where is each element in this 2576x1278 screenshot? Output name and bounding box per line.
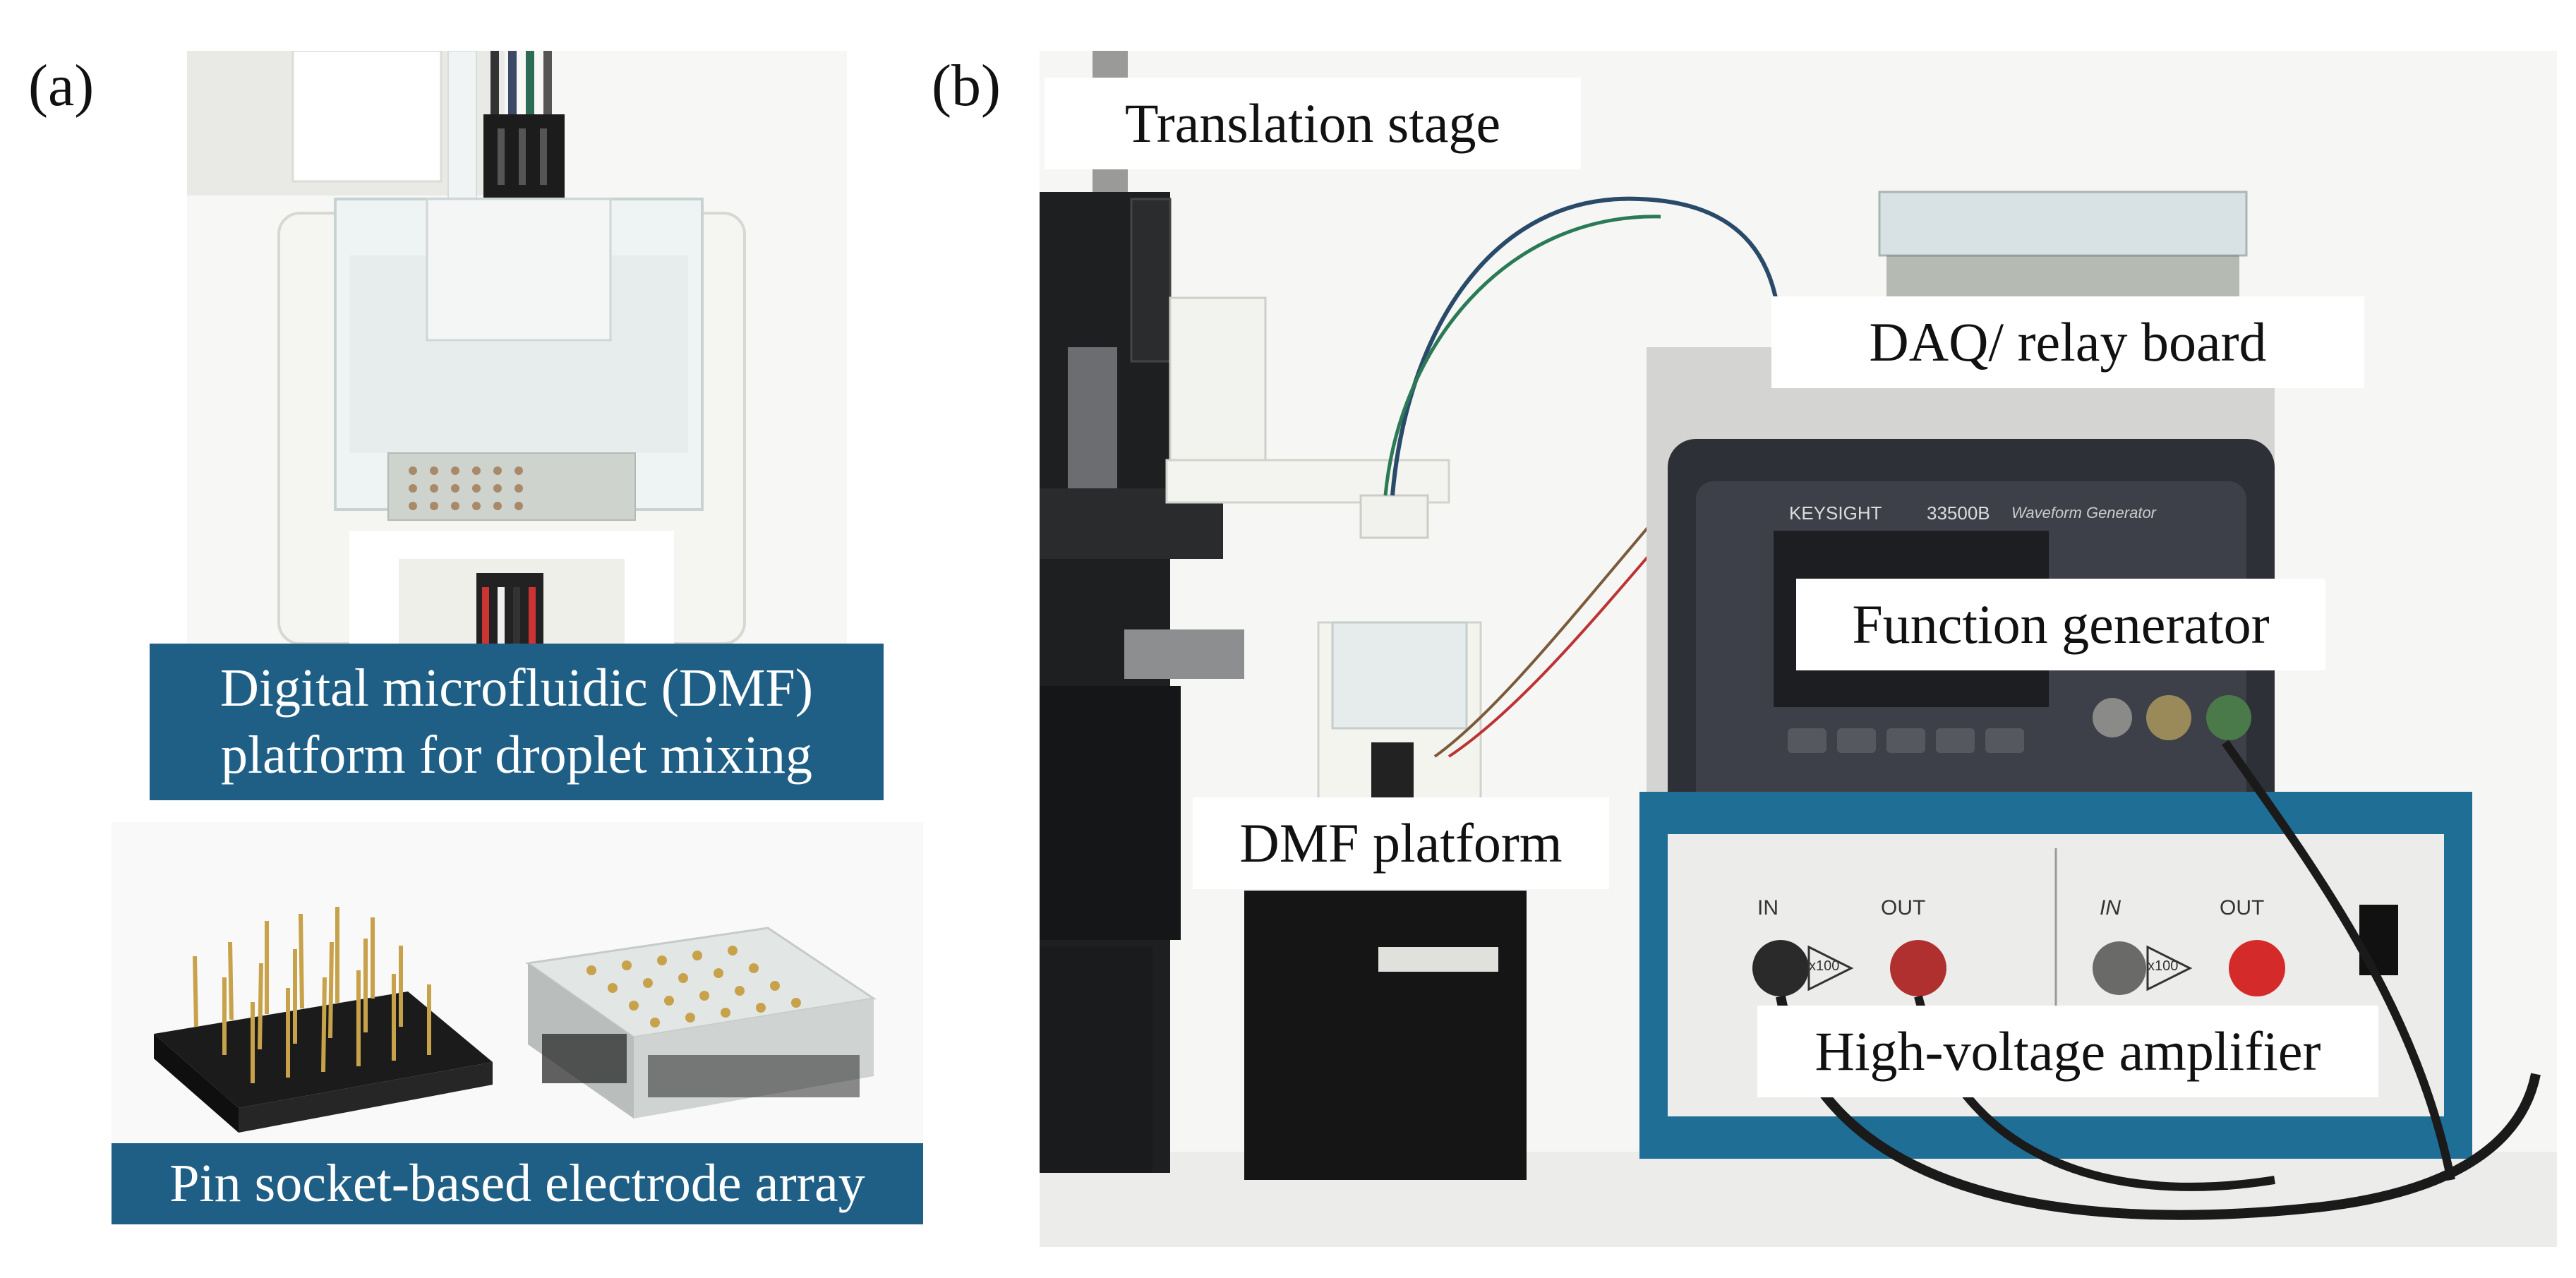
amp-gain-right-text: x100 <box>2148 958 2179 974</box>
electrode-array-caption: Pin socket-based electrode array <box>112 1143 923 1224</box>
amp-in-right-text: IN <box>2100 896 2121 920</box>
amp-in-left-text: IN <box>1757 896 1778 920</box>
label-daq-relay-board: DAQ/ relay board <box>1771 296 2364 388</box>
dmf-caption-line1: Digital microfluidic (DMF) <box>219 658 814 718</box>
label-dmf-platform: DMF platform <box>1193 797 1609 889</box>
generator-brand-text: KEYSIGHT <box>1789 502 1882 524</box>
label-function-generator: Function generator <box>1796 579 2325 670</box>
dmf-caption-line2: platform for droplet mixing <box>221 725 812 785</box>
label-high-voltage-amplifier: High-voltage amplifier <box>1757 1006 2378 1097</box>
amp-out-left-text: OUT <box>1881 896 1926 920</box>
label-translation-stage: Translation stage <box>1045 78 1581 169</box>
electrode-array-photo <box>112 822 923 1143</box>
panel-a-letter: (a) <box>28 53 95 119</box>
generator-model-desc-text: Waveform Generator <box>2011 504 2157 522</box>
dmf-platform-photo <box>187 51 847 644</box>
amp-out-right-text: OUT <box>2220 896 2265 920</box>
generator-model-text: 33500B <box>1927 502 1990 524</box>
dmf-caption: Digital microfluidic (DMF) platform for … <box>150 644 884 800</box>
amp-gain-left-text: x100 <box>1809 958 1840 974</box>
panel-b-letter: (b) <box>932 53 1001 119</box>
